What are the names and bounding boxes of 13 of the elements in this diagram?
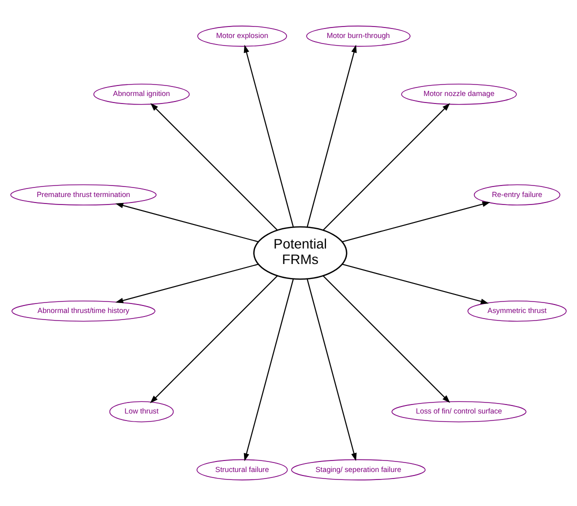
arrow (115, 264, 258, 304)
arrow (342, 201, 490, 242)
arrow (306, 278, 357, 462)
arrow (322, 276, 450, 403)
arrow (150, 103, 278, 230)
arrow (306, 44, 357, 228)
arrow (342, 264, 489, 304)
arrow (244, 278, 294, 462)
arrow (322, 103, 450, 230)
arrow (150, 276, 278, 404)
arrow (244, 44, 294, 228)
node-ellipse: Potential FRMs (253, 226, 348, 280)
arrow (115, 202, 258, 242)
